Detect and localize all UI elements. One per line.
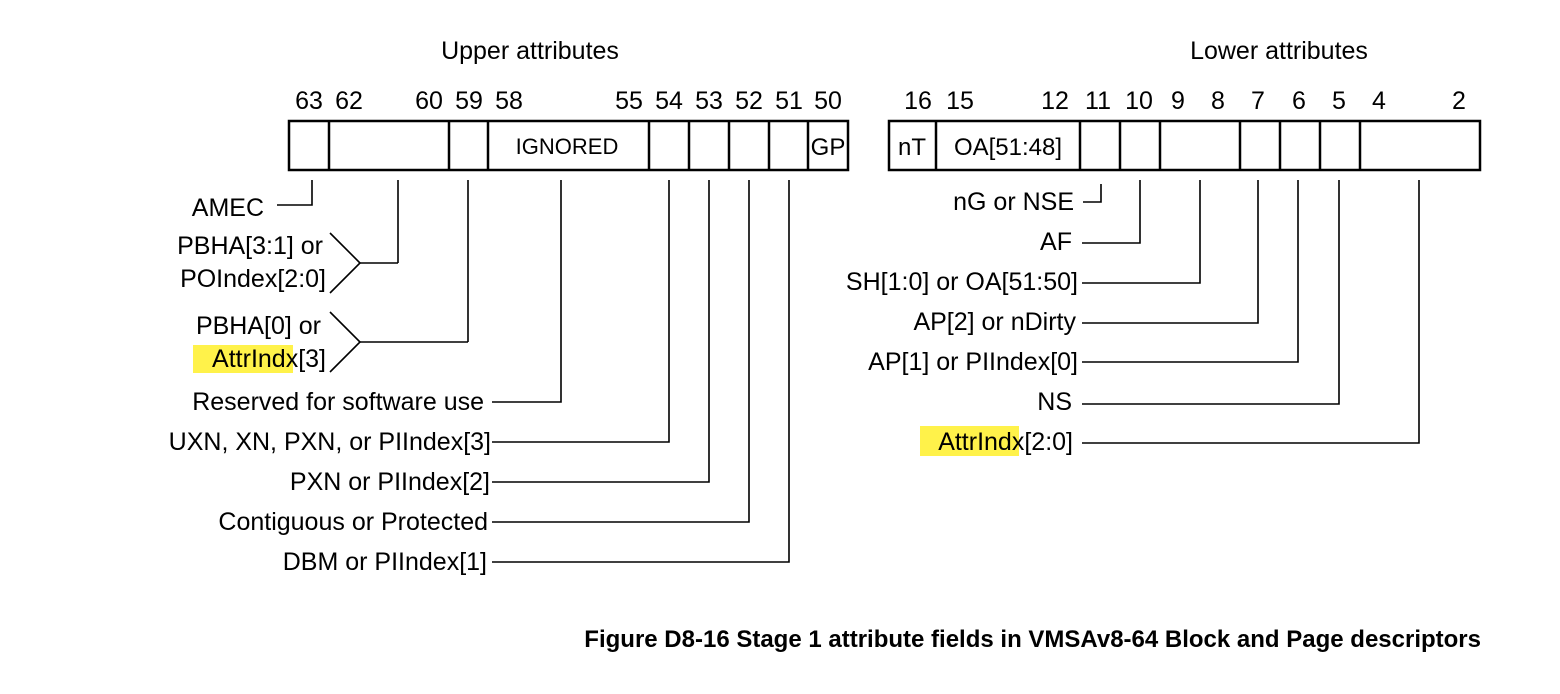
dbm-label: DBM or PIIndex[1] [283,548,487,576]
upper-bit-numbers: 63 62 60 59 58 55 54 53 52 51 50 [295,87,842,115]
bit-number: 52 [735,87,763,115]
bit-number: 2 [1452,87,1466,115]
uxn-leader [492,180,670,443]
upper-labels: AMEC PBHA[3:1] or POIndex[2:0] PBHA[0] o… [169,194,491,576]
bit-number: 4 [1372,87,1386,115]
ng-label: nG or NSE [953,188,1074,216]
bit-number: 5 [1332,87,1346,115]
ignored-field-label: IGNORED [516,134,619,159]
lower-register-outline [887,119,1482,172]
attrindx3-highlight [193,345,293,373]
pbha-label-line2: POIndex[2:0] [180,265,326,293]
pxn-leader [492,180,710,483]
bit-number: 58 [495,87,523,115]
ns-leader [1082,180,1340,405]
reserved-label: Reserved for software use [192,388,484,416]
ng-leader [1083,184,1102,203]
pbha-label-line1: PBHA[3:1] or [177,232,323,260]
bit-number: 7 [1251,87,1265,115]
amec-leader [277,180,313,206]
bit-number: 16 [904,87,932,115]
bit-number: 8 [1211,87,1225,115]
bit-number: 9 [1171,87,1185,115]
sh-leader [1082,180,1201,284]
bit-number: 11 [1085,87,1111,115]
bit-number: 62 [335,87,363,115]
uxn-label: UXN, XN, PXN, or PIIndex[3] [169,428,491,456]
lower-bit-numbers: 16 15 12 11 10 9 8 7 6 5 4 2 [904,87,1466,115]
contiguous-label: Contiguous or Protected [218,508,488,536]
pbha0-label-line1: PBHA[0] or [196,312,321,340]
sh-label: SH[1:0] or OA[51:50] [846,268,1078,296]
bit-number: 6 [1292,87,1306,115]
ap2-leader [1082,180,1259,324]
upper-attributes-heading: Upper attributes [441,37,619,65]
gp-field-label: GP [811,134,846,161]
bit-number: 60 [415,87,443,115]
lower-attributes-heading: Lower attributes [1190,37,1368,65]
ap1-leader [1082,180,1299,363]
upper-leader-lines [277,180,790,563]
pbha0-bracket [329,311,362,373]
ns-label: NS [1037,388,1072,416]
oa-field-label: OA[51:48] [954,134,1062,161]
nt-field-label: nT [898,134,926,161]
bit-number: 51 [775,87,803,115]
bit-number: 55 [615,87,643,115]
bit-number: 15 [946,87,974,115]
figure-caption: Figure D8-16 Stage 1 attribute fields in… [584,626,1481,653]
upper-register-outline [287,119,850,172]
ap2-label: AP[2] or nDirty [913,308,1076,336]
attrindx-highlight [920,426,1019,456]
bit-number: 63 [295,87,323,115]
reserved-leader [492,180,562,403]
pxn-label: PXN or PIIndex[2] [290,468,490,496]
lower-labels: nG or NSE AF SH[1:0] or OA[51:50] AP[2] … [846,188,1078,456]
attrindx-label: AttrIndx[2:0] [938,428,1073,456]
bit-number: 10 [1125,87,1153,115]
pbha-bracket [329,232,362,294]
lower-leader-lines [1082,180,1420,444]
attrindx3-label: AttrIndx[3] [212,345,326,373]
bit-number: 12 [1041,87,1069,115]
upper-register: IGNORED GP [287,119,850,172]
amec-label: AMEC [192,194,264,222]
contiguous-leader [492,180,750,523]
ap1-label: AP[1] or PIIndex[0] [868,348,1078,376]
af-label: AF [1040,228,1072,256]
bit-number: 59 [455,87,483,115]
af-leader [1082,180,1141,244]
lower-register: nT OA[51:48] [887,119,1482,172]
attrindx-leader [1082,180,1420,444]
bit-number: 54 [655,87,683,115]
bit-number: 50 [814,87,842,115]
dbm-leader [492,180,790,563]
bit-number: 53 [695,87,723,115]
